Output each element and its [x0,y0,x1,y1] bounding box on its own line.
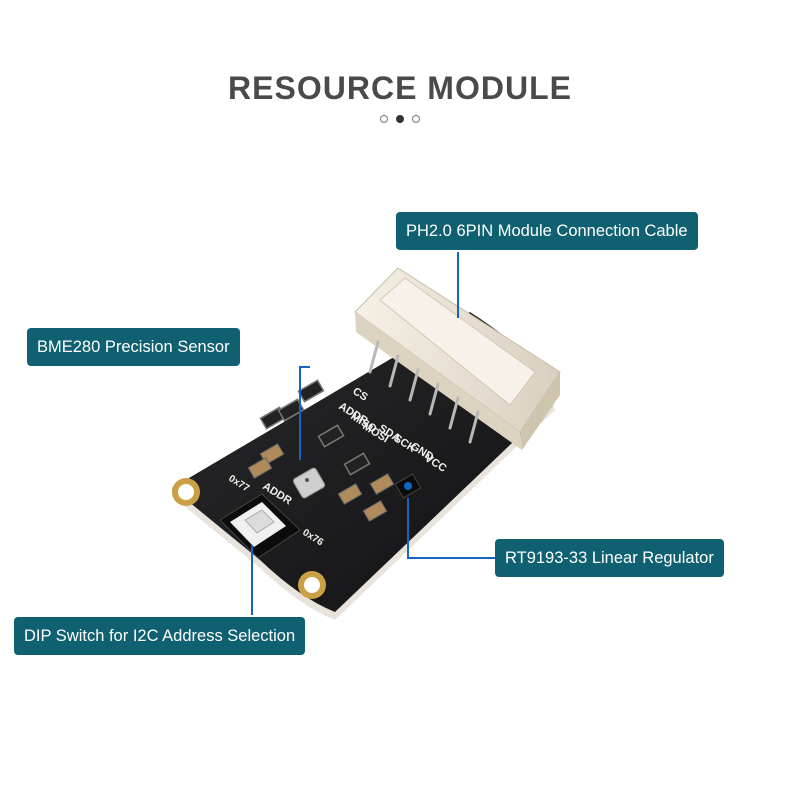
carousel-indicator [378,114,422,126]
connector-pins [368,340,480,444]
callout-cable: PH2.0 6PIN Module Connection Cable [396,212,698,250]
leader-lines [251,252,495,615]
page-title: RESOURCE MODULE [228,70,572,106]
mounting-hole [298,571,326,599]
carousel-dot-active[interactable] [396,115,404,123]
callout-dip-switch: DIP Switch for I2C Address Selection [14,617,306,655]
callout-regulator: RT9193-33 Linear Regulator [495,539,724,577]
carousel-dot[interactable] [412,115,420,123]
carousel-dot[interactable] [380,115,388,123]
bme280-sensor [292,467,326,499]
rt9193-regulator [394,473,422,499]
callout-sensor: BME280 Precision Sensor [27,328,240,366]
dip-switch [219,493,301,559]
ph2-connector [354,267,561,450]
smd-components [247,379,395,522]
mounting-hole [172,478,200,506]
